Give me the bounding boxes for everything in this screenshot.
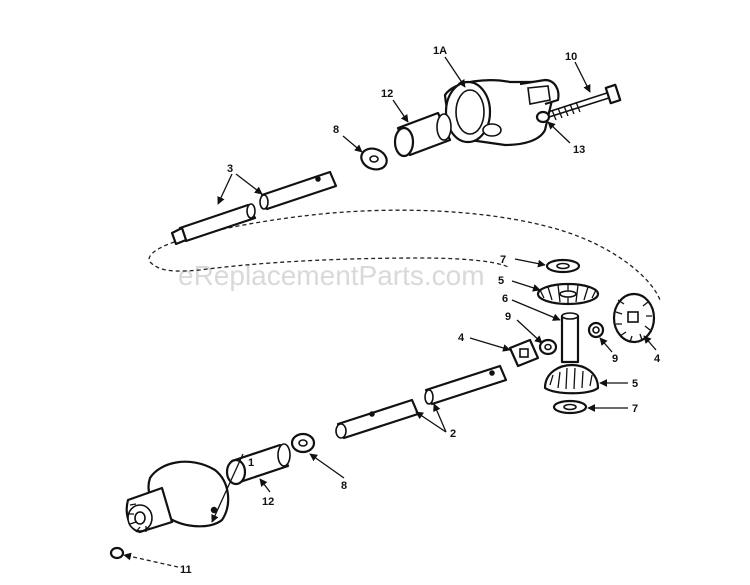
- callout-1A: 1A: [433, 45, 447, 57]
- nut: [535, 110, 551, 124]
- shaft-upper-right: [259, 170, 338, 211]
- small-nut: [109, 546, 125, 560]
- bushing-bottom: [225, 443, 291, 486]
- shaft-lower-left: [335, 398, 420, 440]
- gear-case-housing-top: [443, 78, 560, 147]
- shaft-lower-right: [424, 364, 508, 406]
- callout-7-bottom: 7: [632, 403, 638, 415]
- bolt: [547, 83, 622, 121]
- callout-9-right: 9: [612, 353, 618, 365]
- spacer-left: [538, 338, 558, 356]
- pinion-pin: [560, 312, 580, 364]
- thrust-washer-bottom: [552, 399, 588, 415]
- gear-case-housing-bottom: [125, 460, 230, 534]
- callout-12-top: 12: [381, 88, 393, 100]
- bevel-gear-right: [612, 292, 656, 344]
- callout-9-left: 9: [505, 311, 511, 323]
- callout-3: 3: [227, 163, 233, 175]
- washer-top: [360, 147, 388, 171]
- callout-5-bottom: 5: [632, 378, 638, 390]
- callout-11: 11: [180, 564, 192, 576]
- callout-4-right: 4: [654, 353, 661, 365]
- washer-bottom: [290, 432, 316, 454]
- bevel-gear-bottom: [543, 363, 600, 395]
- callout-2: 2: [450, 428, 456, 440]
- callout-5-top: 5: [498, 275, 504, 287]
- callout-8-bottom: 8: [341, 480, 347, 492]
- callout-13: 13: [573, 144, 585, 156]
- callout-10: 10: [565, 51, 577, 63]
- bevel-gear-top: [536, 282, 600, 306]
- callout-4-left: 4: [458, 332, 465, 344]
- callout-7-top: 7: [500, 254, 506, 266]
- callout-1: 1: [248, 457, 254, 469]
- callout-6: 6: [502, 293, 508, 305]
- callout-12-bottom: 12: [262, 496, 274, 508]
- assembly-dashed-outline: [148, 209, 661, 301]
- watermark-text: eReplacementParts.com: [178, 260, 485, 291]
- bushing-top: [393, 111, 452, 158]
- callout-8-top: 8: [333, 124, 339, 136]
- thrust-washer-top: [545, 258, 581, 274]
- leader-lines: [123, 56, 657, 568]
- bevel-gear-left: [508, 338, 540, 368]
- shaft-upper-left: [170, 203, 257, 246]
- spacer-right: [587, 321, 605, 339]
